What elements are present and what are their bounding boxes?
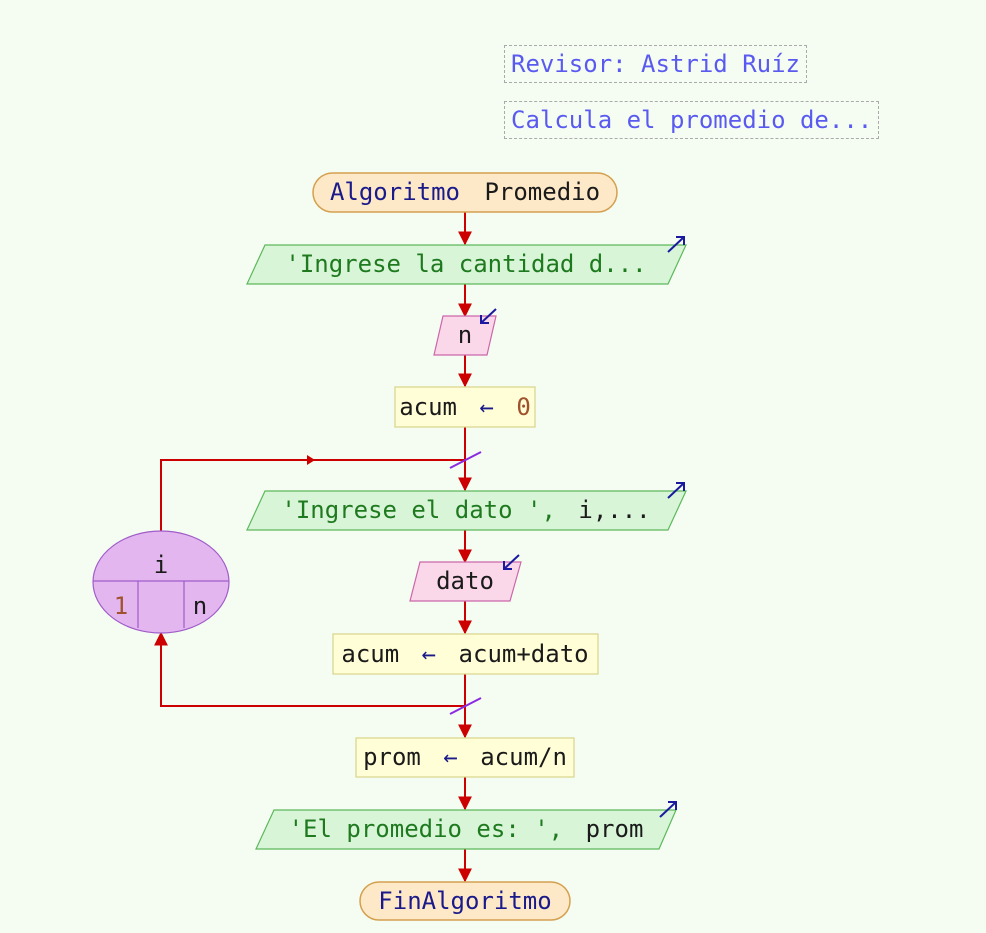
assign-3-expr: acum/n bbox=[480, 743, 567, 771]
assign-3-var: prom bbox=[363, 743, 421, 771]
output-2-rest: i,... bbox=[578, 496, 650, 524]
flow-lines bbox=[154, 212, 472, 883]
output-arrow-icon bbox=[667, 236, 685, 253]
algorithm-name: Promedio bbox=[484, 178, 600, 206]
assign-arrow-icon: ← bbox=[422, 640, 436, 668]
assign-arrow-icon: ← bbox=[479, 393, 493, 421]
input-block-1: n bbox=[433, 308, 497, 356]
output-block-2: 'Ingrese el dato ', i,... bbox=[246, 482, 687, 531]
output-arrow-icon bbox=[667, 482, 685, 499]
output-block-1: 'Ingrese la cantidad d... bbox=[246, 236, 687, 285]
svg-text:acum ← acum+dato: acum ← acum+dato bbox=[341, 640, 588, 668]
assign-block-2: acum ← acum+dato bbox=[332, 633, 599, 675]
assign-2-var: acum bbox=[341, 640, 399, 668]
assign-1-var: acum bbox=[399, 393, 457, 421]
svg-text:Algoritmo Promedio: Algoritmo Promedio bbox=[330, 178, 600, 206]
input-arrow-icon bbox=[503, 554, 520, 570]
svg-text:'Ingrese el dato ', i,..: 'Ingrese el dato ', i,... bbox=[281, 496, 650, 524]
svg-text:'El promedio es: ', prom: 'El promedio es: ', prom bbox=[289, 815, 644, 843]
merge-marker bbox=[449, 697, 482, 715]
start-terminal: Algoritmo Promedio bbox=[312, 172, 618, 213]
output-arrow-icon bbox=[659, 801, 677, 818]
end-terminal: FinAlgoritmo bbox=[359, 881, 571, 921]
output-3-string: 'El promedio es: ', bbox=[289, 815, 564, 843]
output-block-3: 'El promedio es: ', prom bbox=[255, 801, 677, 850]
loop-var: i bbox=[154, 551, 168, 579]
reviewer-note-text: Revisor: Astrid Ruíz bbox=[511, 50, 800, 78]
assign-2-expr: acum+dato bbox=[459, 640, 589, 668]
for-loop-block: i 1 n bbox=[92, 530, 230, 634]
loop-return-line bbox=[154, 631, 465, 707]
input-block-2: dato bbox=[409, 554, 522, 602]
start-keyword: Algoritmo bbox=[330, 178, 460, 206]
merge-marker bbox=[449, 451, 482, 469]
svg-text:acum ← 0: acum ← 0 bbox=[399, 393, 531, 421]
output-2-string: 'Ingrese el dato ', bbox=[281, 496, 556, 524]
description-note-text: Calcula el promedio de... bbox=[511, 106, 873, 134]
loop-from: 1 bbox=[114, 592, 128, 620]
output-1-text: 'Ingrese la cantidad d... bbox=[285, 250, 646, 278]
reviewer-note: Revisor: Astrid Ruíz bbox=[504, 45, 807, 83]
assign-block-1: acum ← 0 bbox=[394, 386, 536, 428]
assign-arrow-icon: ← bbox=[443, 743, 457, 771]
output-3-rest: prom bbox=[586, 815, 644, 843]
input-2-var: dato bbox=[436, 567, 494, 595]
description-note: Calcula el promedio de... bbox=[504, 101, 880, 139]
input-1-var: n bbox=[458, 321, 472, 349]
input-arrow-icon bbox=[480, 308, 497, 324]
loop-to: n bbox=[193, 592, 207, 620]
assign-1-value: 0 bbox=[516, 393, 530, 421]
assign-block-3: prom ← acum/n bbox=[355, 737, 575, 778]
loop-top-line bbox=[160, 459, 465, 532]
svg-text:prom ← acum/n: prom ← acum/n bbox=[363, 743, 567, 771]
end-keyword: FinAlgoritmo bbox=[378, 887, 551, 915]
loop-direction-arrow bbox=[307, 455, 315, 465]
